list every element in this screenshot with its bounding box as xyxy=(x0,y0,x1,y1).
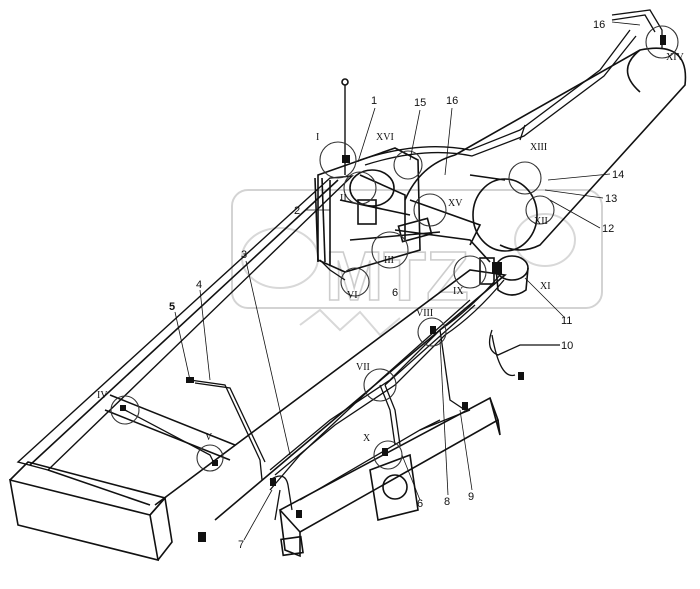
detail-label-vii: VII xyxy=(356,362,370,373)
fittings xyxy=(120,35,666,542)
detail-label-i: I xyxy=(316,132,319,143)
detail-label-xi: XI xyxy=(540,281,551,292)
part-label-11: 11 xyxy=(561,315,572,327)
brake-lines xyxy=(124,9,663,521)
detail-label-xiii: XIII xyxy=(530,142,547,153)
detail-label-v: V xyxy=(205,432,213,443)
detail-label-xv: XV xyxy=(448,198,463,209)
detail-label-xiv: XIV xyxy=(666,52,685,63)
detail-label-iii: III xyxy=(384,255,394,266)
part-label-15: 15 xyxy=(414,97,426,109)
part-label-16-top: 16 xyxy=(593,19,605,31)
part-label-4: 4 xyxy=(196,279,202,291)
watermark-text: MTZ xyxy=(325,237,469,315)
part-label-1: 1 xyxy=(371,95,377,107)
part-label-2: 2 xyxy=(294,205,300,217)
part-label-6-lower: 6 xyxy=(417,498,423,510)
part-label-13: 13 xyxy=(605,193,617,205)
part-label-8: 8 xyxy=(444,496,450,508)
detail-label-vi: VI xyxy=(347,290,358,301)
part-label-16-center: 16 xyxy=(446,95,458,107)
part-label-9: 9 xyxy=(468,491,474,503)
detail-label-xii: XII xyxy=(534,216,548,227)
part-label-10: 10 xyxy=(561,340,573,352)
part-number-labels: 1 2 3 4 5 6 6 7 8 9 10 11 12 13 14 15 16… xyxy=(169,19,624,551)
detail-label-iv: IV xyxy=(97,390,108,401)
watermark: MTZ xyxy=(231,189,603,337)
part-label-6-upper: 6 xyxy=(392,287,398,299)
detail-label-x: X xyxy=(363,433,371,444)
part-label-14: 14 xyxy=(612,169,624,181)
part-label-5: 5 xyxy=(169,301,175,313)
part-label-12: 12 xyxy=(602,223,614,235)
part-label-3: 3 xyxy=(241,249,247,261)
detail-view-labels: I II III IV V VI VII VIII IX X XI XII XI… xyxy=(97,52,685,444)
detail-label-ii: II xyxy=(340,193,347,204)
detail-label-ix: IX xyxy=(453,286,464,297)
detail-bubbles xyxy=(110,25,679,472)
leader-lines xyxy=(174,21,641,541)
detail-label-viii: VIII xyxy=(416,308,433,319)
chassis-frame xyxy=(8,47,687,562)
part-label-7: 7 xyxy=(238,539,244,551)
detail-label-xvi: XVI xyxy=(376,132,394,143)
